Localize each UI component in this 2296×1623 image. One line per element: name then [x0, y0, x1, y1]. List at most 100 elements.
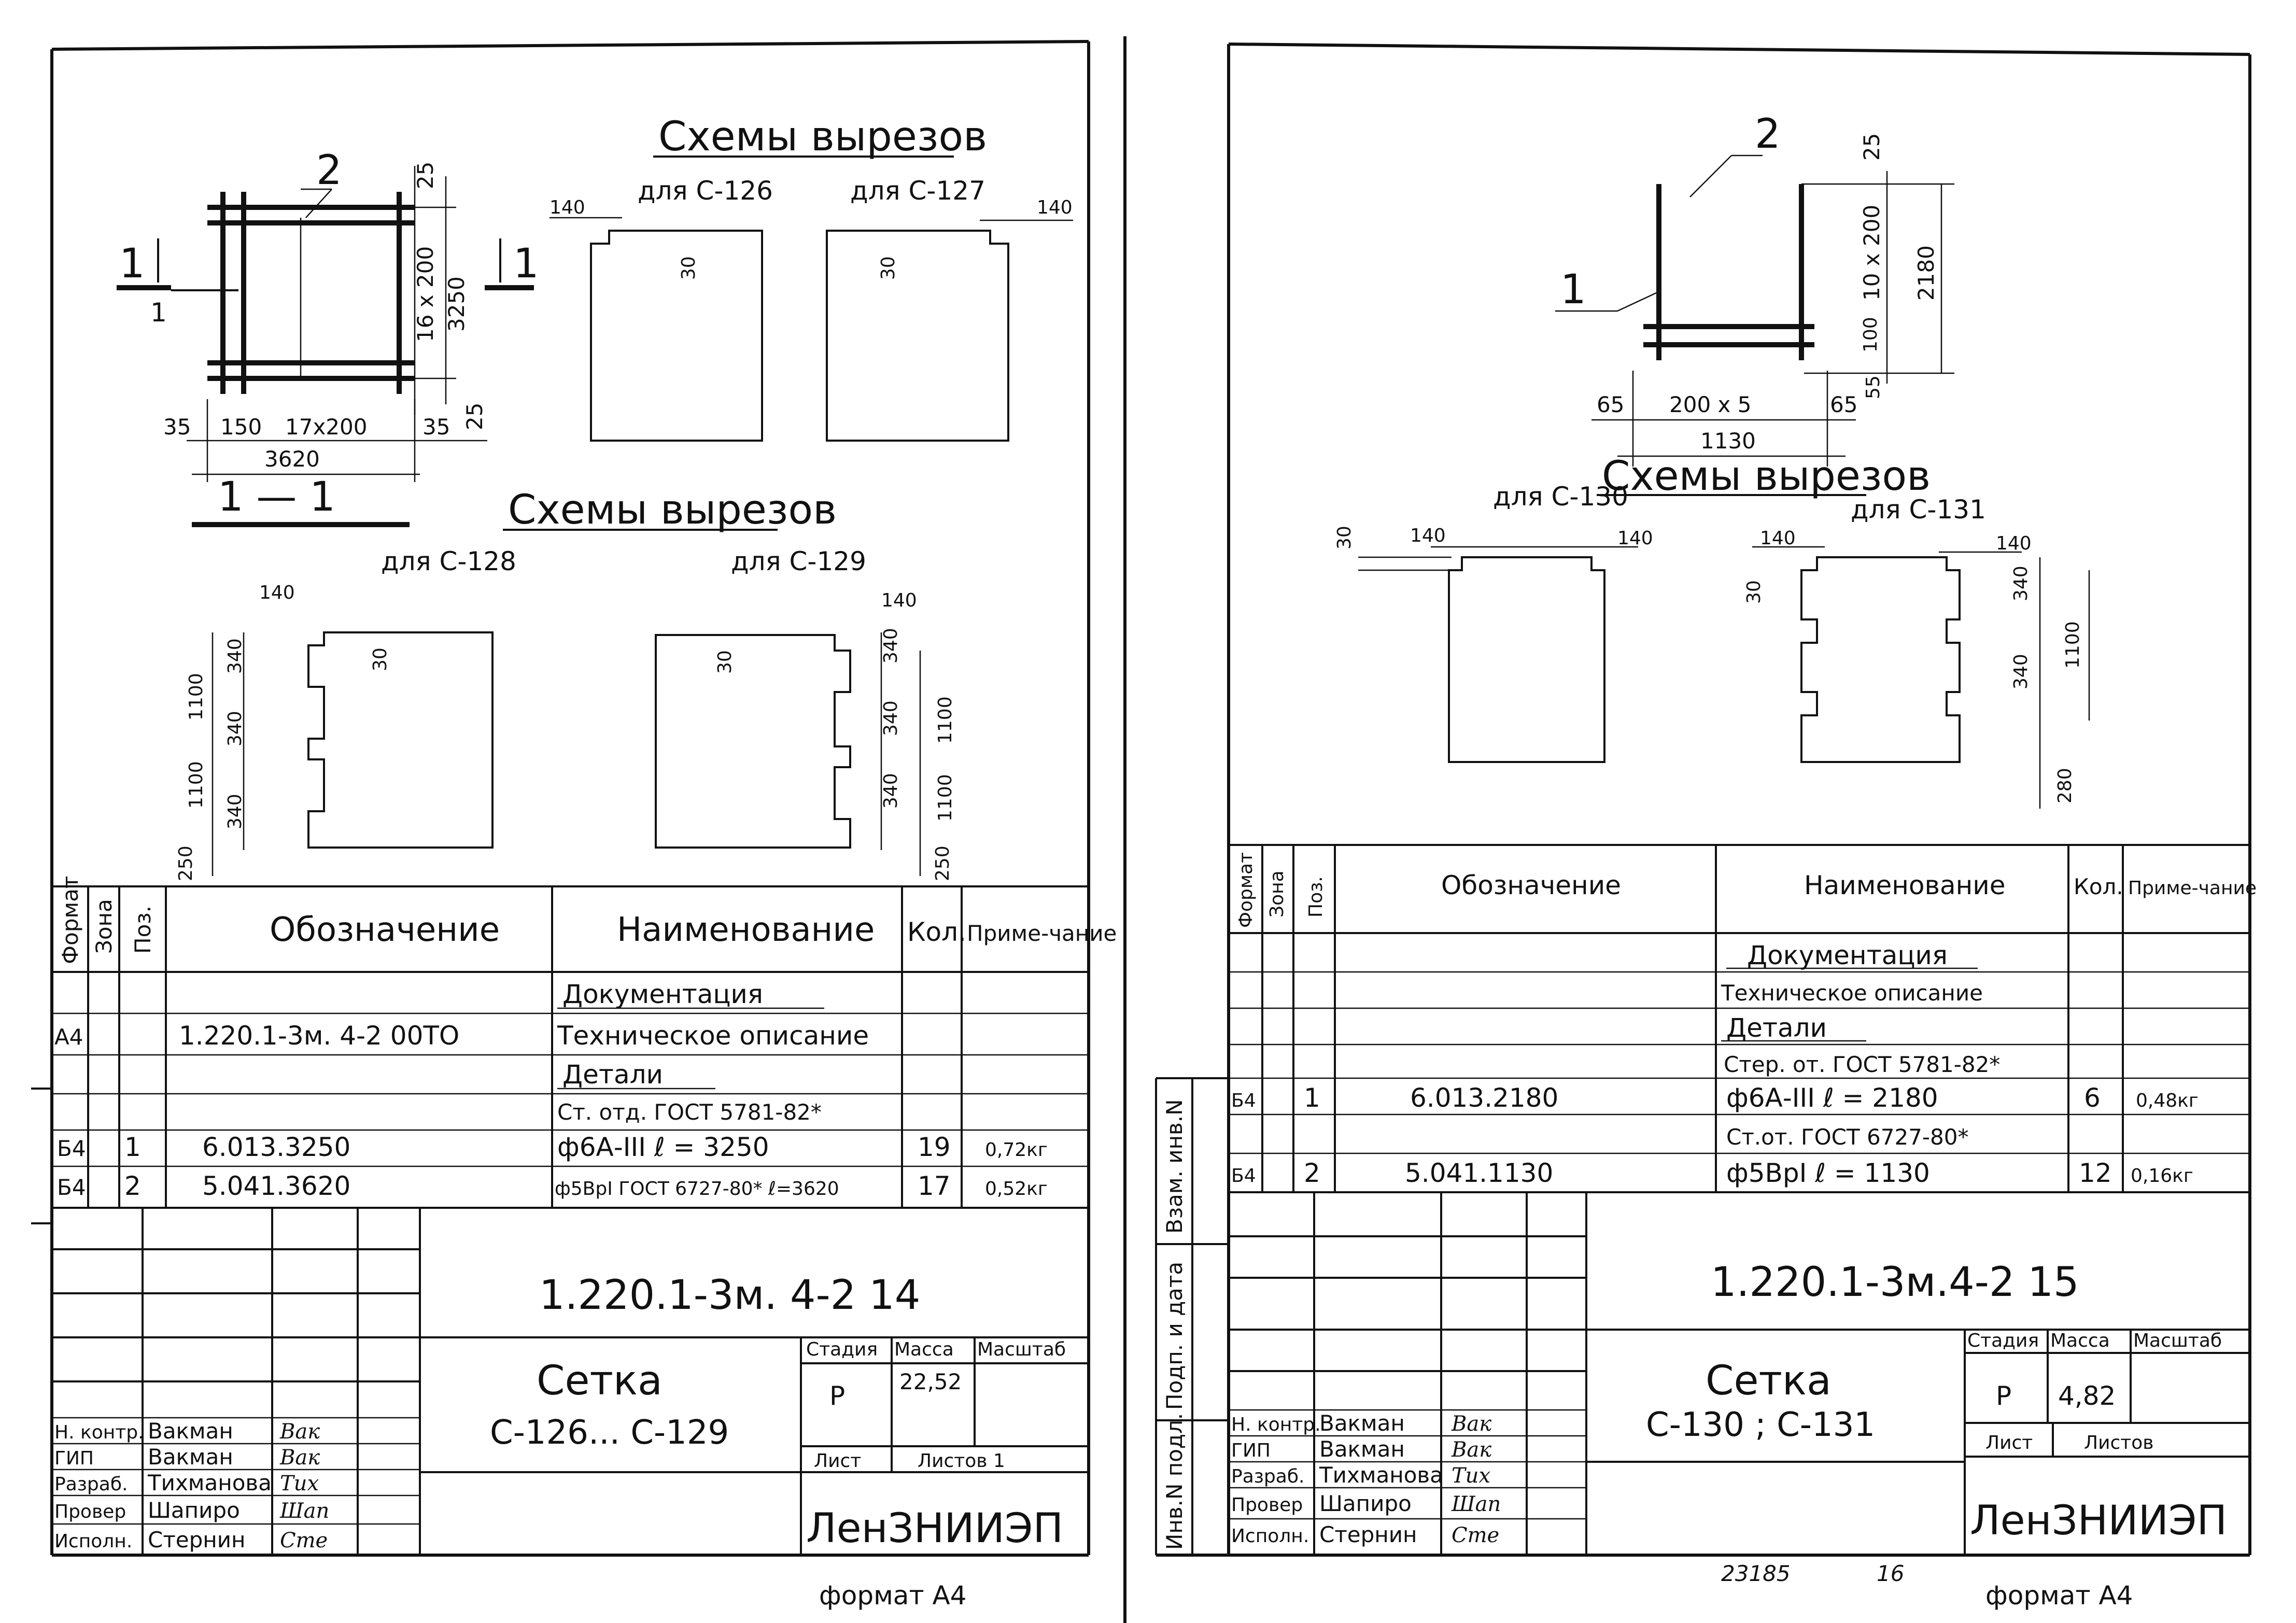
- r-person-name-3: Тихманова: [1319, 1462, 1443, 1488]
- mesh-drawing-right: 25 10 x 200 2180 100 55 2 1 65 200 x 5 6…: [1555, 111, 1954, 467]
- r-stamp-sheets-label: Листов: [2084, 1432, 2153, 1453]
- r-person-role-1: Н. контр.: [1231, 1414, 1321, 1435]
- stamp-doc-code: 1.220.1-3м. 4-2 14: [539, 1272, 920, 1319]
- person-sign-4: Шап: [279, 1499, 329, 1523]
- hdr-designation: Обозначение: [270, 911, 500, 949]
- cut-dim-340a: 340: [224, 638, 246, 674]
- r-stamp-scale-label: Масштаб: [2133, 1330, 2222, 1351]
- stamp-stage: Р: [829, 1381, 845, 1411]
- row-gost5781-name: Ст. отд. ГОСТ 5781-82*: [557, 1099, 822, 1125]
- row-techdesc-designation: 1.220.1-3м. 4-2 00ТО: [179, 1021, 459, 1051]
- r-cut-dim-30a: 30: [1334, 526, 1355, 549]
- row-pos1-name: ф6А-III ℓ = 3250: [557, 1132, 769, 1162]
- hdr-note: Приме-чание: [967, 921, 1117, 946]
- cut-dim-140b: 140: [1037, 197, 1073, 218]
- r-row-pos2-pos: 2: [1304, 1158, 1320, 1188]
- r-dim-r65: 65: [1830, 392, 1857, 417]
- stamp-title-2: С-126... С-129: [490, 1414, 729, 1452]
- title-block-right: 1.220.1-3м.4-2 15 Сетка С-130 ; С-131 Ст…: [1229, 1192, 2250, 1555]
- r-person-name-2: Вакман: [1319, 1436, 1405, 1462]
- r-person-role-5: Исполн.: [1231, 1526, 1309, 1547]
- r-cut-dim-30b: 30: [1743, 580, 1765, 604]
- person-role-4: Провер: [54, 1501, 126, 1522]
- person-sign-2: Вак: [279, 1446, 320, 1470]
- stamp-mass: 22,52: [899, 1369, 962, 1394]
- r-hdr-note: Приме-чание: [2128, 878, 2257, 899]
- row-pos2-designation: 5.041.3620: [202, 1171, 350, 1201]
- stamp-title-1: Сетка: [537, 1358, 663, 1404]
- stamp-mass-label: Масса: [894, 1339, 954, 1360]
- cut-dim-1100d: 1100: [935, 774, 956, 822]
- right-sheet: Взам. инв.N Подп. и дата Инв.N подл. 25 …: [1155, 43, 2257, 1611]
- r-row-doc-name: Документация: [1747, 940, 1948, 970]
- r-row-details-name: Детали: [1726, 1013, 1827, 1043]
- row-pos1-pos: 1: [124, 1132, 141, 1162]
- row-techdesc-format: А4: [54, 1024, 83, 1050]
- r-hdr-pos: Поз.: [1305, 876, 1327, 918]
- dim-height: 3250: [444, 276, 469, 332]
- cut-schemes-top-left: Схемы вырезов для С-126 для С-127 140 30…: [550, 114, 1073, 442]
- hdr-zone: Зона: [91, 899, 117, 954]
- r-dim-pitch-v: 10 x 200: [1859, 205, 1884, 301]
- r-row-pos1-name: ф6А-III ℓ = 2180: [1726, 1083, 1938, 1113]
- side-inv-orig: Инв.N подл.: [1162, 1413, 1187, 1550]
- cut-dim-1100c: 1100: [935, 696, 956, 744]
- r-row-pos2-format: Б4: [1231, 1165, 1256, 1187]
- r-cuts-title: Схемы вырезов: [1602, 453, 1931, 500]
- r-mesh-pos2: 2: [1755, 111, 1781, 158]
- cut-dim-340d: 340: [880, 628, 902, 664]
- row-pos1-designation: 6.013.3250: [202, 1132, 350, 1162]
- row-pos2-format: Б4: [57, 1175, 86, 1200]
- dim-pitch-h: 17x200: [285, 414, 367, 440]
- r-dim-100: 100: [1860, 317, 1881, 352]
- r-cut-dim-140a: 140: [1410, 525, 1446, 546]
- r-dim-height: 2180: [1913, 245, 1939, 301]
- stamp-scale-label: Масштаб: [977, 1339, 1066, 1360]
- r-hdr-designation: Обозначение: [1441, 870, 1621, 900]
- dim-left-150: 150: [220, 414, 262, 440]
- r-cut-dim-1100a: 1100: [2062, 621, 2083, 669]
- stamp-sheet-label: Лист: [814, 1450, 861, 1472]
- r-person-role-3: Разраб.: [1231, 1466, 1304, 1487]
- r-person-sign-4: Шап: [1451, 1492, 1501, 1516]
- person-name-5: Стернин: [148, 1527, 246, 1553]
- r-cut-dim-340b: 340: [2010, 654, 2032, 689]
- cuts-title-top: Схемы вырезов: [658, 114, 987, 160]
- spec-table-left: Формат Зона Поз. Обозначение Наименовани…: [52, 876, 1117, 1209]
- cut-dim-1100b: 1100: [186, 761, 207, 809]
- cut-dim-1100a: 1100: [186, 673, 207, 721]
- cut-dim-340b: 340: [224, 711, 246, 746]
- r-row-pos1-pos: 1: [1304, 1083, 1320, 1113]
- person-role-5: Исполн.: [54, 1531, 132, 1552]
- r-row-gost6727-name: Ст.от. ГОСТ 6727-80*: [1726, 1124, 1969, 1150]
- row-pos2-pos: 2: [124, 1171, 141, 1201]
- r-stamp-doc-code: 1.220.1-3м.4-2 15: [1711, 1259, 2079, 1306]
- cut-c126-label: для С-126: [638, 176, 773, 206]
- person-sign-5: Сте: [280, 1529, 328, 1553]
- r-stamp-mass: 4,82: [2058, 1381, 2116, 1411]
- r-row-pos2-name: ф5ВрI ℓ = 1130: [1726, 1158, 1930, 1188]
- r-dim-55: 55: [1863, 375, 1884, 399]
- cut-c128-label: для С-128: [381, 546, 516, 576]
- stamp-stage-label: Стадия: [806, 1339, 878, 1360]
- person-name-1: Вакман: [148, 1418, 233, 1444]
- cut-dim-250: 250: [175, 845, 196, 881]
- stamp-org: ЛенЗНИИЭП: [806, 1505, 1063, 1552]
- row-pos1-format: Б4: [57, 1136, 86, 1161]
- row-pos1-qty: 19: [918, 1132, 951, 1162]
- title-block-left: 1.220.1-3м. 4-2 14 Сетка С-126... С-129 …: [52, 1208, 1089, 1555]
- person-role-2: ГИП: [54, 1448, 94, 1469]
- person-name-2: Вакман: [148, 1444, 233, 1470]
- cut-dim-140a: 140: [550, 197, 585, 218]
- r-mesh-pos1: 1: [1560, 266, 1586, 313]
- r-row-pos1-qty: 6: [2084, 1083, 2101, 1113]
- r-stamp-title-2: С-130 ; С-131: [1646, 1406, 1875, 1444]
- dim-top-25: 25: [413, 162, 438, 189]
- dim-width: 3620: [264, 446, 320, 472]
- cut-dim-140c: 140: [259, 582, 295, 603]
- cut-c130-label: для С-130: [1493, 482, 1628, 512]
- r-row-pos1-format: Б4: [1231, 1090, 1256, 1111]
- r-dim-top-25: 25: [1859, 133, 1884, 161]
- r-hdr-format: Формат: [1235, 852, 1257, 928]
